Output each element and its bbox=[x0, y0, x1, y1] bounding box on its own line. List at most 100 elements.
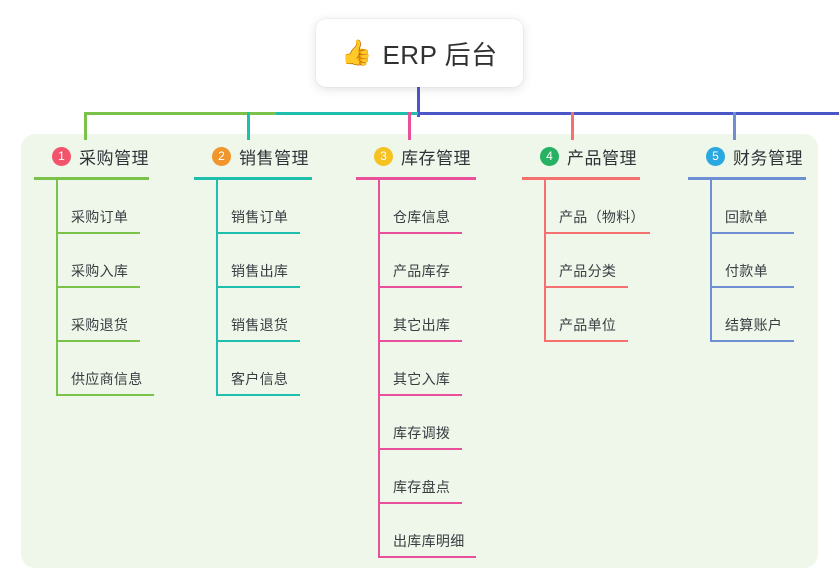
connector-drop-5 bbox=[733, 112, 736, 140]
branch-leaf-list-4: 产品（物料） 产品分类产品单位 bbox=[522, 180, 650, 342]
leaf-underline bbox=[710, 286, 794, 288]
leaf-underline bbox=[216, 340, 300, 342]
leaf-label: 产品单位 bbox=[559, 317, 617, 333]
leaf-underline bbox=[710, 340, 794, 342]
leaf-item[interactable]: 付款单 bbox=[688, 234, 806, 288]
leaf-item[interactable]: 仓库信息 bbox=[356, 180, 476, 234]
branch-underline-5 bbox=[688, 177, 806, 180]
leaf-item[interactable]: 库存盘点 bbox=[356, 450, 476, 504]
leaf-underline bbox=[56, 394, 154, 396]
branch-spine-3 bbox=[378, 180, 380, 558]
leaf-item[interactable]: 销售出库 bbox=[194, 234, 312, 288]
leaf-label: 其它出库 bbox=[393, 317, 451, 333]
connector-bar-segment-2 bbox=[276, 112, 470, 115]
leaf-item[interactable]: 销售订单 bbox=[194, 180, 312, 234]
connector-bar-segment-1 bbox=[84, 112, 276, 115]
leaf-underline bbox=[216, 232, 300, 234]
diagram-background-panel bbox=[21, 134, 818, 568]
leaf-item[interactable]: 产品分类 bbox=[522, 234, 640, 288]
branch-title-4: 产品管理 bbox=[567, 148, 637, 168]
leaf-label: 回款单 bbox=[725, 209, 768, 225]
leaf-underline bbox=[710, 232, 794, 234]
leaf-underline bbox=[378, 340, 462, 342]
branch-badge-4: 4 bbox=[540, 146, 559, 166]
leaf-item[interactable]: 其它出库 bbox=[356, 288, 476, 342]
leaf-label: 仓库信息 bbox=[393, 209, 451, 225]
leaf-label: 付款单 bbox=[725, 263, 768, 279]
root-node[interactable]: 👍 ERP 后台 bbox=[316, 19, 523, 87]
leaf-label: 销售订单 bbox=[231, 209, 289, 225]
leaf-underline bbox=[56, 232, 140, 234]
branch-underline-1 bbox=[34, 177, 149, 180]
leaf-underline bbox=[544, 340, 628, 342]
leaf-item[interactable]: 产品库存 bbox=[356, 234, 476, 288]
branch-title-1: 采购管理 bbox=[79, 148, 149, 168]
branch-leaf-list-1: 采购订单采购入库采购退货供应商信息 bbox=[34, 180, 154, 396]
leaf-item[interactable]: 库存调拨 bbox=[356, 396, 476, 450]
leaf-underline bbox=[378, 502, 462, 504]
leaf-item[interactable]: 采购退货 bbox=[34, 288, 149, 342]
leaf-underline bbox=[378, 556, 476, 558]
leaf-item[interactable]: 出库库明细 bbox=[356, 504, 476, 558]
branch-title-3: 库存管理 bbox=[401, 148, 471, 168]
leaf-label: 采购订单 bbox=[71, 209, 129, 225]
branch-underline-2 bbox=[194, 177, 312, 180]
leaf-underline bbox=[56, 340, 140, 342]
leaf-item[interactable]: 采购入库 bbox=[34, 234, 149, 288]
leaf-underline bbox=[378, 448, 462, 450]
leaf-item[interactable]: 结算账户 bbox=[688, 288, 806, 342]
leaf-item[interactable]: 回款单 bbox=[688, 180, 806, 234]
branch-spine-5 bbox=[710, 180, 712, 342]
connector-bar-segment-3 bbox=[418, 112, 839, 115]
leaf-label: 出库库明细 bbox=[393, 533, 465, 549]
branch-column-1: 1 采购管理采购订单采购入库采购退货供应商信息 bbox=[34, 143, 154, 396]
leaf-label: 销售退货 bbox=[231, 317, 289, 333]
leaf-underline bbox=[544, 232, 650, 234]
leaf-label: 采购入库 bbox=[71, 263, 129, 279]
leaf-item[interactable]: 产品单位 bbox=[522, 288, 640, 342]
branch-underline-4 bbox=[522, 177, 640, 180]
leaf-label: 产品分类 bbox=[559, 263, 617, 279]
branch-leaf-list-2: 销售订单销售出库销售退货客户信息 bbox=[194, 180, 312, 396]
connector-drop-3 bbox=[408, 112, 411, 140]
leaf-label: 销售出库 bbox=[231, 263, 289, 279]
leaf-item[interactable]: 销售退货 bbox=[194, 288, 312, 342]
leaf-item[interactable]: 客户信息 bbox=[194, 342, 312, 396]
leaf-underline bbox=[378, 286, 462, 288]
leaf-underline bbox=[544, 286, 628, 288]
connector-trunk bbox=[417, 87, 420, 117]
leaf-underline bbox=[56, 286, 140, 288]
thumbs-up-icon: 👍 bbox=[341, 38, 373, 67]
branch-badge-5: 5 bbox=[706, 146, 725, 166]
branch-header-4[interactable]: 4 产品管理 bbox=[522, 143, 640, 169]
branch-spine-1 bbox=[56, 180, 58, 396]
branch-badge-1: 1 bbox=[52, 146, 71, 166]
leaf-label: 库存调拨 bbox=[393, 425, 451, 441]
leaf-item[interactable]: 产品（物料） bbox=[522, 180, 650, 234]
leaf-label: 结算账户 bbox=[725, 317, 783, 333]
connector-drop-2 bbox=[247, 112, 250, 140]
leaf-item[interactable]: 供应商信息 bbox=[34, 342, 154, 396]
leaf-label: 产品（物料） bbox=[559, 209, 645, 225]
branch-badge-2: 2 bbox=[212, 146, 231, 166]
branch-badge-3: 3 bbox=[374, 146, 393, 166]
branch-leaf-list-5: 回款单付款单结算账户 bbox=[688, 180, 806, 342]
leaf-label: 其它入库 bbox=[393, 371, 451, 387]
root-title: ERP 后台 bbox=[382, 39, 498, 70]
branch-spine-4 bbox=[544, 180, 546, 342]
leaf-label: 库存盘点 bbox=[393, 479, 451, 495]
leaf-label: 产品库存 bbox=[393, 263, 451, 279]
leaf-item[interactable]: 采购订单 bbox=[34, 180, 149, 234]
leaf-item[interactable]: 其它入库 bbox=[356, 342, 476, 396]
branch-header-1[interactable]: 1 采购管理 bbox=[34, 143, 149, 169]
branch-leaf-list-3: 仓库信息产品库存其它出库其它入库库存调拨库存盘点出库库明细 bbox=[356, 180, 476, 558]
branch-underline-3 bbox=[356, 177, 476, 180]
branch-header-3[interactable]: 3 库存管理 bbox=[356, 143, 476, 169]
leaf-label: 客户信息 bbox=[231, 371, 289, 387]
leaf-label: 供应商信息 bbox=[71, 371, 143, 387]
